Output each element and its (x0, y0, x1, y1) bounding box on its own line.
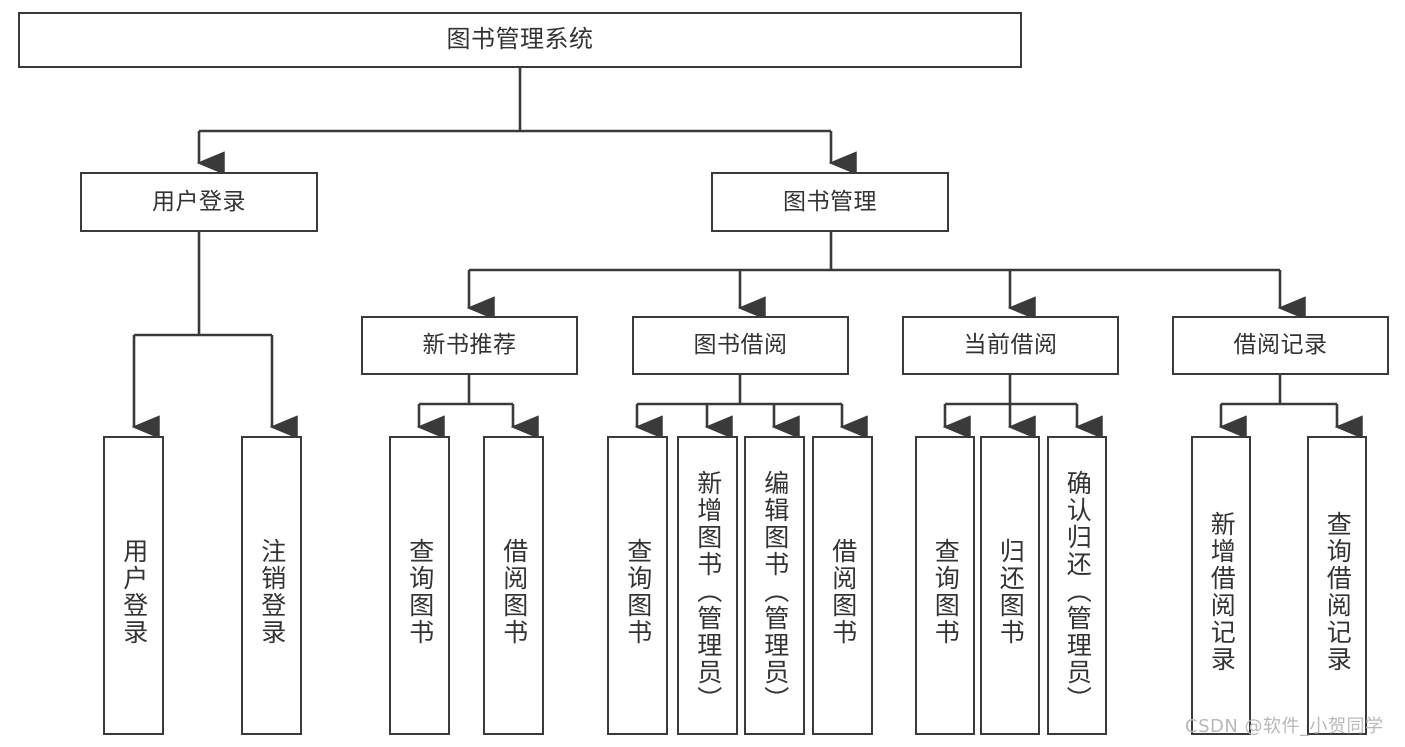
node-book-management[interactable]: 图书管理 (711, 172, 949, 232)
leaf-return-book[interactable]: 归还图书 (980, 436, 1040, 735)
node-label: 确认归还（管理员） (1063, 470, 1093, 713)
leaf-user-login[interactable]: 用户登录 (103, 436, 164, 735)
node-label: 新增图书（管理员） (693, 470, 723, 713)
leaf-query-book-borrow[interactable]: 查询图书 (607, 436, 668, 735)
node-label: 新增借阅记录 (1207, 511, 1237, 673)
leaf-query-borrow-record[interactable]: 查询借阅记录 (1307, 436, 1367, 735)
leaf-edit-book-admin[interactable]: 编辑图书（管理员） (744, 436, 805, 735)
node-label: 查询图书 (931, 538, 961, 646)
node-label: 编辑图书（管理员） (760, 470, 790, 713)
node-label: 查询图书 (405, 538, 435, 646)
leaf-query-book-recommend[interactable]: 查询图书 (389, 436, 450, 735)
node-label: 当前借阅 (963, 332, 1058, 359)
leaf-add-borrow-record[interactable]: 新增借阅记录 (1191, 436, 1251, 735)
node-label: 图书管理 (783, 188, 877, 215)
node-label: 借阅记录 (1233, 332, 1328, 359)
node-user-login[interactable]: 用户登录 (80, 172, 318, 232)
node-label: 借阅图书 (828, 538, 858, 646)
node-label: 注销登录 (257, 538, 287, 646)
node-root-book-management-system[interactable]: 图书管理系统 (18, 12, 1022, 68)
node-label: 查询借阅记录 (1323, 511, 1353, 673)
node-label: 用户登录 (152, 188, 246, 215)
leaf-borrow-book[interactable]: 借阅图书 (812, 436, 873, 735)
node-label: 归还图书 (996, 538, 1026, 646)
node-borrow-records[interactable]: 借阅记录 (1172, 316, 1389, 375)
leaf-query-book-current[interactable]: 查询图书 (915, 436, 975, 735)
node-new-book-recommendation[interactable]: 新书推荐 (361, 316, 578, 375)
node-current-borrow[interactable]: 当前借阅 (902, 316, 1119, 375)
node-label: 用户登录 (119, 538, 149, 646)
node-book-borrow[interactable]: 图书借阅 (632, 316, 849, 375)
leaf-add-book-admin[interactable]: 新增图书（管理员） (677, 436, 738, 735)
node-label: 新书推荐 (422, 332, 517, 359)
leaf-borrow-book-recommend[interactable]: 借阅图书 (483, 436, 544, 735)
node-label: 借阅图书 (499, 538, 529, 646)
leaf-confirm-return-admin[interactable]: 确认归还（管理员） (1047, 436, 1107, 735)
leaf-logout[interactable]: 注销登录 (241, 436, 302, 735)
node-label: 图书借阅 (693, 332, 788, 359)
node-label: 图书管理系统 (446, 25, 594, 54)
watermark-text: CSDN @软件_小贺同学 (1185, 716, 1384, 737)
node-label: 查询图书 (623, 538, 653, 646)
